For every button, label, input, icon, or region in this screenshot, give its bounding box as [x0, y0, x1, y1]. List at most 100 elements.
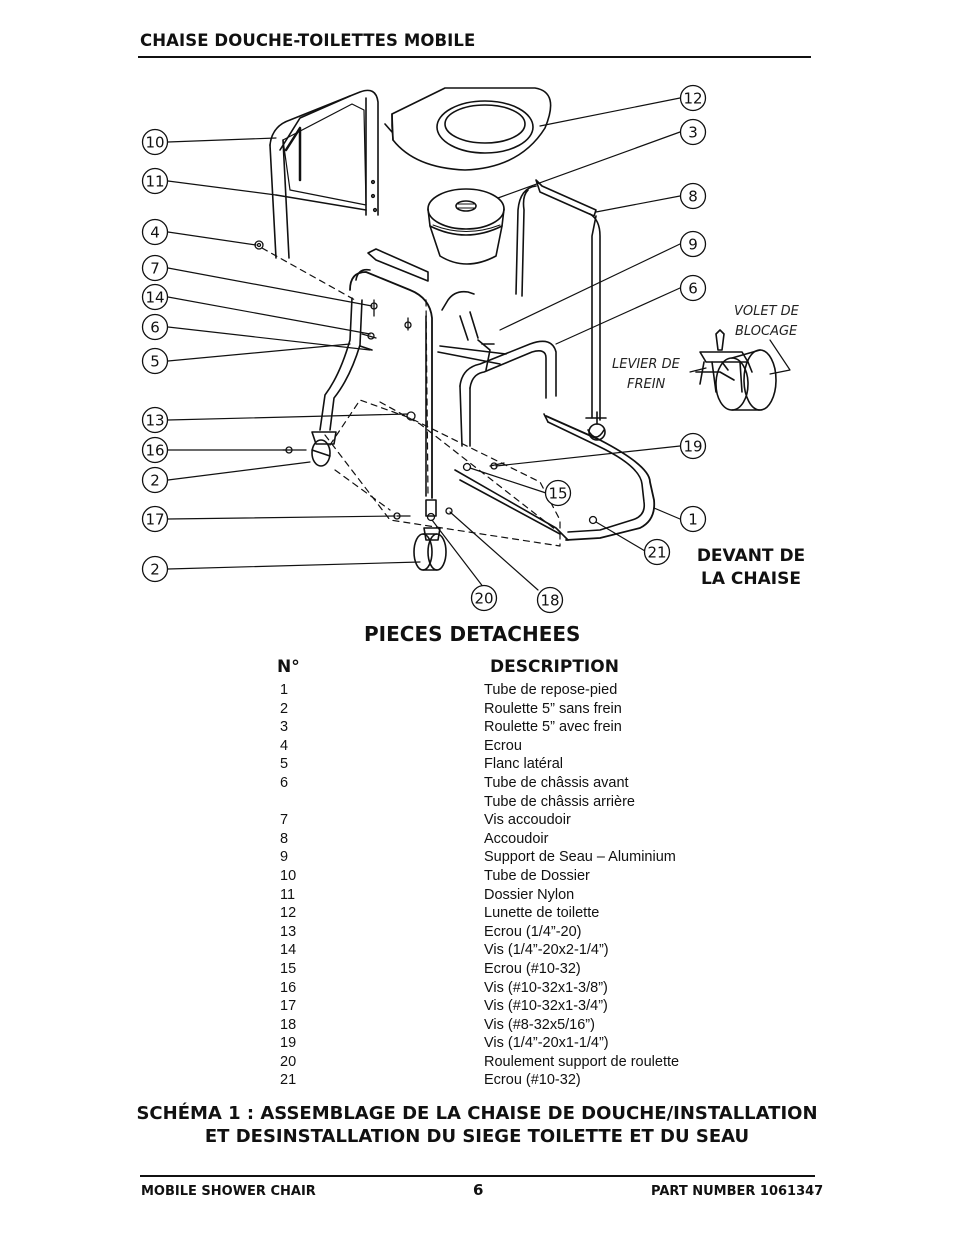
callout-number: 20 — [474, 590, 493, 608]
parts-row: Tube de châssis arrière — [270, 794, 730, 813]
callout-2: 2 — [141, 466, 169, 494]
figure-caption: SCHÉMA 1 : ASSEMBLAGE DE LA CHAISE DE DO… — [100, 1102, 854, 1148]
part-number: 17 — [280, 998, 297, 1015]
part-number: 5 — [280, 756, 289, 773]
callout-18: 18 — [536, 586, 564, 614]
callout-circle — [679, 274, 707, 302]
chair-front-label-line2: LA CHAISE — [701, 569, 801, 589]
callout-circle — [536, 586, 564, 614]
page-header-title: CHAISE DOUCHE-TOILETTES MOBILE — [140, 31, 476, 50]
left-armrest-frame — [319, 248, 433, 499]
parts-description-header: DESCRIPTION — [490, 657, 619, 677]
part-description: Tube de châssis avant — [484, 774, 629, 791]
brake-caster-detail — [695, 329, 777, 411]
footer-page-number: 6 — [473, 1181, 484, 1199]
callout-number: 2 — [150, 472, 160, 490]
part-number: 16 — [280, 979, 297, 996]
callout-2: 2 — [141, 555, 169, 583]
backrest-assembly — [269, 89, 379, 259]
part-number: 10 — [280, 867, 297, 884]
callout-number: 9 — [688, 236, 698, 254]
callout-14: 14 — [141, 283, 169, 311]
header-rule — [138, 56, 811, 58]
callout-circle — [643, 538, 671, 566]
front-frame-tube — [437, 290, 557, 447]
part-description: Vis (#10-32x1-3/4”) — [484, 998, 608, 1015]
callout-19: 19 — [679, 432, 707, 460]
parts-row: 20 Roulement support de roulette — [270, 1054, 730, 1073]
parts-row: 12 Lunette de toilette — [270, 905, 730, 924]
part-description: Vis (1/4”-20x2-1/4”) — [484, 942, 609, 959]
parts-row: 7 Vis accoudoir — [270, 812, 730, 831]
callout-circle — [141, 347, 169, 375]
chair-front-label-line1: DEVANT DE — [696, 546, 806, 566]
callout-number: 15 — [548, 485, 567, 503]
part-number: 12 — [280, 905, 297, 922]
callout-4: 4 — [141, 218, 169, 246]
parts-list-title: PIECES DETACHEES — [364, 622, 581, 646]
callout-20: 20 — [470, 584, 498, 612]
callout-circle — [141, 128, 169, 156]
callout-8: 8 — [679, 182, 707, 210]
parts-row: 17 Vis (#10-32x1-3/4”) — [270, 998, 730, 1017]
part-description: Roulette 5” sans frein — [484, 700, 622, 717]
bucket — [427, 188, 505, 265]
right-armrest-frame — [515, 179, 607, 441]
callout-number: 17 — [145, 511, 164, 529]
callout-circle — [679, 432, 707, 460]
callout-circle — [679, 84, 707, 112]
levier-label-line2: FREIN — [627, 377, 666, 392]
callout-number: 7 — [150, 260, 160, 278]
parts-row: 5 Flanc latéral — [270, 756, 730, 775]
callout-circle — [141, 218, 169, 246]
part-number: 7 — [280, 812, 289, 829]
callout-7: 7 — [141, 254, 169, 282]
callout-17: 17 — [141, 505, 169, 533]
callout-9: 9 — [679, 230, 707, 258]
callout-number: 19 — [683, 438, 702, 456]
callout-6: 6 — [679, 274, 707, 302]
part-description: Tube de repose-pied — [484, 682, 618, 698]
callout-16: 16 — [141, 436, 169, 464]
callout-number: 12 — [683, 90, 702, 108]
volet-label-line2: BLOCAGE — [735, 324, 798, 339]
part-number: 13 — [280, 923, 297, 940]
callout-6: 6 — [141, 313, 169, 341]
part-description: Vis (#10-32x1-3/8”) — [484, 979, 608, 996]
part-number: 4 — [280, 737, 289, 754]
part-number: 20 — [280, 1053, 297, 1070]
callout-number: 13 — [145, 412, 164, 430]
caster-rear-left — [311, 431, 337, 467]
callout-number: 16 — [145, 442, 164, 460]
callout-circle — [141, 406, 169, 434]
part-description: Roulement support de roulette — [484, 1053, 680, 1070]
parts-row: 6 Tube de châssis avant — [270, 775, 730, 794]
part-number: 21 — [280, 1072, 297, 1089]
callout-number: 2 — [150, 561, 160, 579]
callout-number: 18 — [540, 592, 559, 610]
parts-row: 16 Vis (#10-32x1-3/8”) — [270, 980, 730, 999]
callout-21: 21 — [643, 538, 671, 566]
part-number: 15 — [280, 960, 297, 977]
part-description: Vis accoudoir — [484, 812, 571, 829]
part-description: Flanc latéral — [484, 756, 563, 773]
callout-10: 10 — [141, 128, 169, 156]
part-number: 6 — [280, 774, 289, 791]
part-description: Lunette de toilette — [484, 905, 600, 922]
toilet-seat — [384, 87, 552, 171]
callout-number: 4 — [150, 224, 160, 242]
callout-circle — [141, 283, 169, 311]
callout-number: 14 — [145, 289, 164, 307]
parts-number-header: N° — [277, 657, 300, 677]
part-description: Vis (1/4”-20x1-1/4”) — [484, 1035, 609, 1052]
callout-number: 3 — [688, 124, 698, 142]
